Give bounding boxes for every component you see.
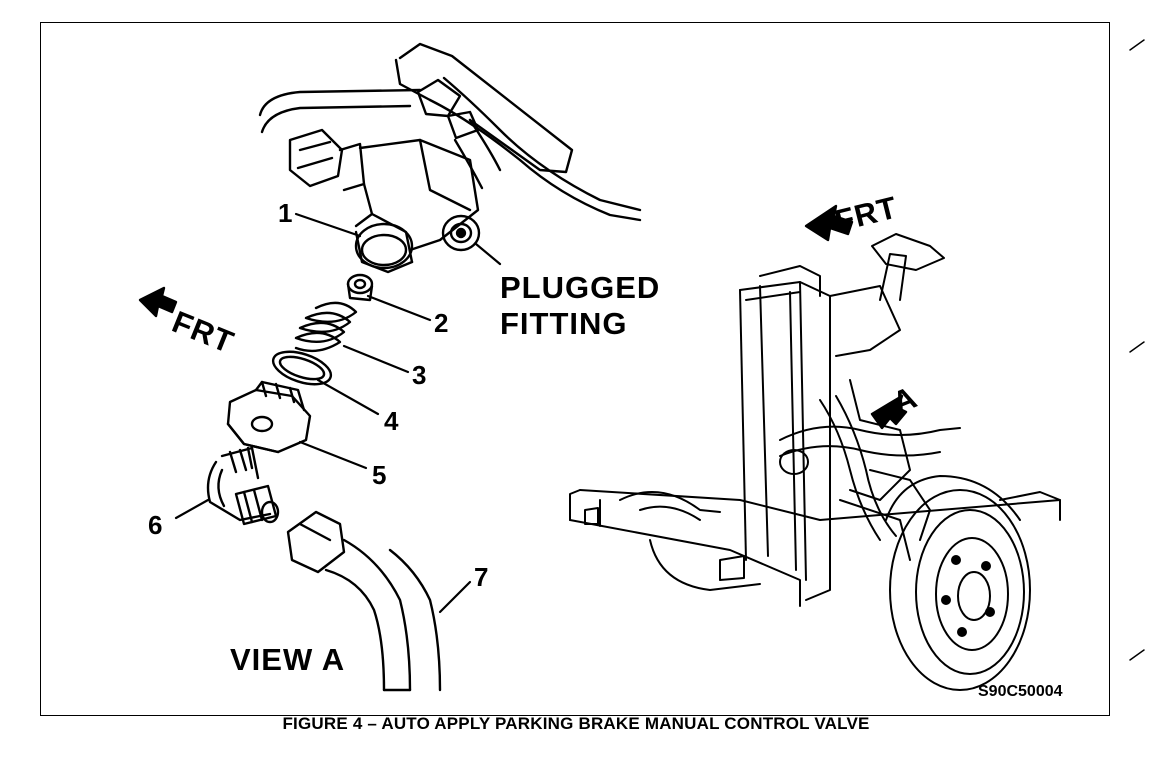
vehicle-frame-illustration: [569, 233, 1061, 691]
hex-cap-part-5: [226, 380, 312, 454]
callout-leaders-view-a: [174, 212, 502, 614]
page-edge-marks: [1129, 39, 1145, 661]
view-a-title: VIEW A: [230, 642, 345, 677]
seal-part-2: [346, 273, 374, 302]
valve-body-tee: [354, 138, 480, 264]
washer-part-4: [271, 350, 333, 386]
valve-seat-part-1: [354, 222, 414, 274]
callout-3: 3: [412, 360, 426, 390]
callout-1: 1: [278, 198, 292, 228]
tee-side-fitting: [288, 128, 366, 192]
plugged-fitting-label-line2: FITTING: [500, 306, 628, 341]
frt-arrow-right-icon: [804, 204, 854, 242]
callout-2: 2: [434, 308, 448, 338]
frt-label-right: FRT: [831, 190, 901, 239]
plugged-fitting-label-line1: PLUGGED: [500, 270, 660, 305]
hose-part-7: [286, 510, 442, 692]
figure-frame: [40, 22, 1110, 716]
upper-brake-line-assembly: [258, 42, 642, 222]
callout-7: 7: [474, 562, 488, 592]
spring-part-3: [294, 301, 358, 353]
callout-6: 6: [148, 510, 162, 540]
callout-5: 5: [372, 460, 386, 490]
figure-caption: FIGURE 4 – AUTO APPLY PARKING BRAKE MANU…: [282, 714, 870, 733]
elbow-fitting-part-6: [206, 446, 280, 526]
callout-4: 4: [384, 406, 399, 436]
figure-code: S90C50004: [978, 683, 1063, 700]
plugged-fitting: [441, 214, 481, 252]
frt-arrow-left-icon: [138, 286, 178, 318]
frt-label-left: FRT: [167, 304, 239, 360]
view-a-pointer-arrow-icon: [870, 394, 908, 430]
